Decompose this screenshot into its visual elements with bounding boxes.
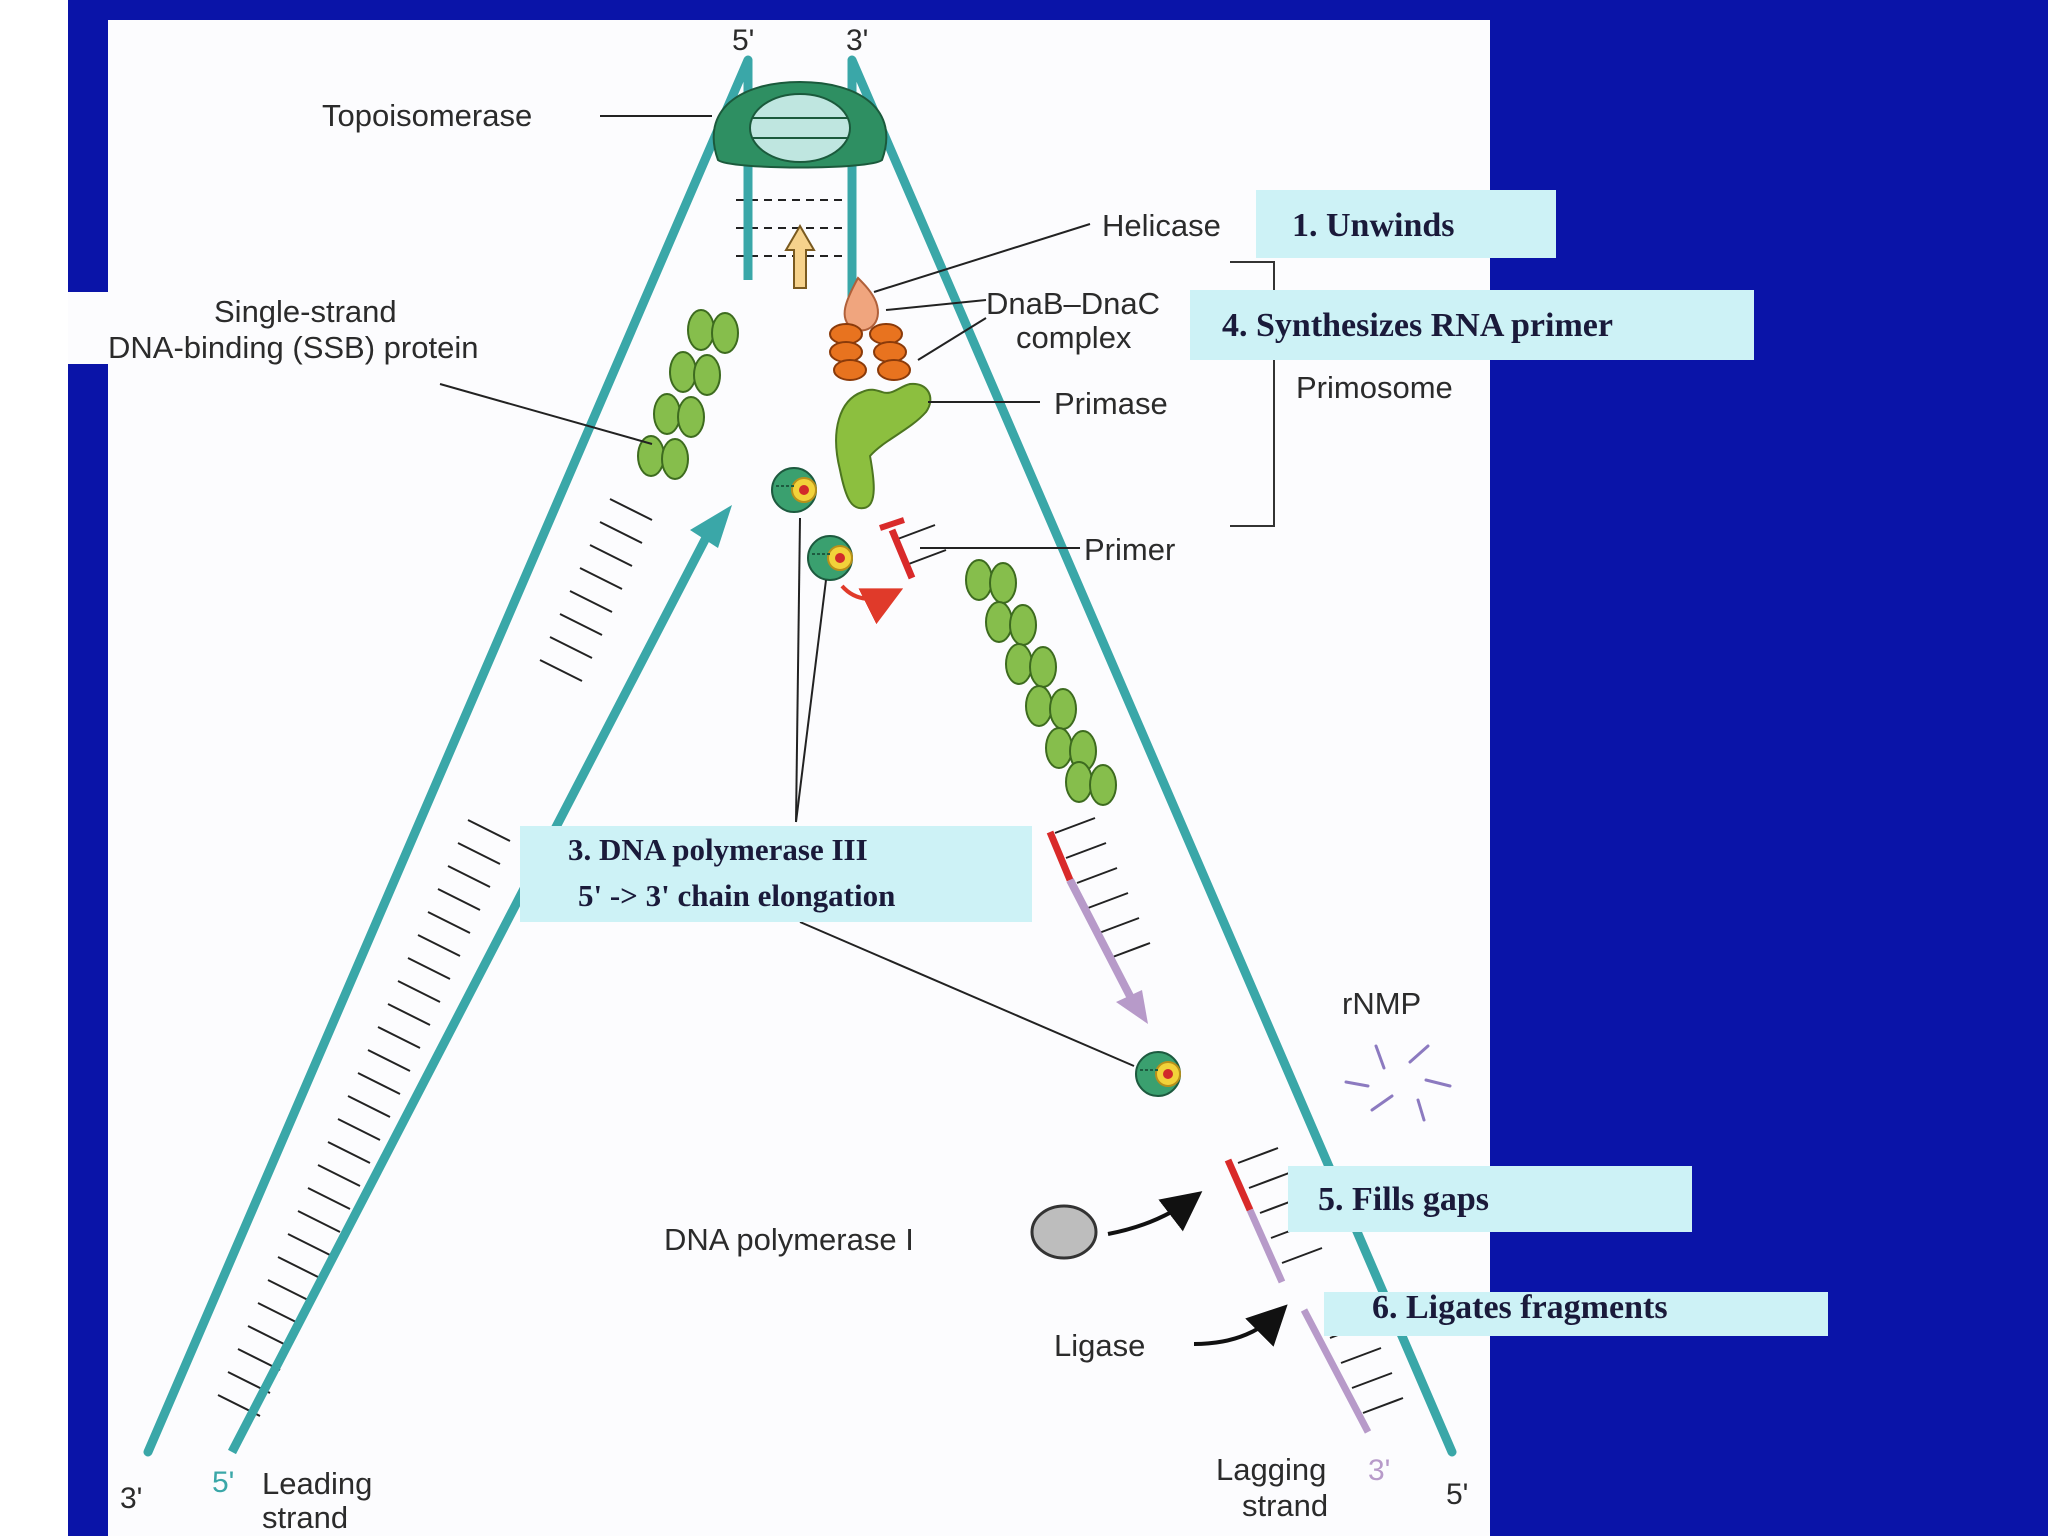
label-primosome: Primosome [1296,370,1453,405]
step-fills-gaps: 5. Fills gaps [1318,1181,1489,1218]
label-dnab-line1: DnaB–DnaC [986,286,1160,321]
ssb-label-backdrop [68,292,108,364]
left-margin-strip [0,0,68,1536]
callout-unwinds-box [1256,190,1556,258]
primosome-bracket [1230,261,1275,527]
label-ligase: Ligase [1054,1328,1145,1363]
primase-icon [835,382,932,510]
fork-direction-arrow [784,224,816,289]
step-unwinds: 1. Unwinds [1292,207,1455,244]
pol1-arrow [1107,1191,1203,1236]
leader-lines [439,115,1135,1067]
leading-strand-rungs [217,498,653,1417]
pol3-red-arrow [840,584,904,625]
helicase-icon [843,276,879,332]
dnab-dnac-complex-icon [829,323,911,381]
topoisomerase-icon [712,80,888,169]
label-leading-line2: strand [262,1500,348,1535]
strand-end-top-right: 3' [846,24,868,57]
label-ssb-line1: Single-strand [214,294,397,329]
primer-cap [879,517,905,531]
leading-new-strand [228,527,714,1455]
strand-end-top-left: 5' [732,24,754,57]
strand-end-bottom-far-left: 3' [120,1482,142,1515]
rnmp-icon [1344,1044,1452,1122]
ligase-arrow [1193,1304,1288,1347]
okazaki-fragment-growing [1066,878,1136,1002]
label-primer: Primer [1084,532,1175,567]
dna-polymerase-i-icon [1030,1204,1098,1260]
okazaki-fragment-arrowhead [1116,990,1148,1024]
callout-ligates-box [1324,1292,1828,1336]
okazaki-fragment-3 [1300,1308,1372,1434]
callout-fills-gaps-box [1288,1166,1692,1232]
label-leading-line1: Leading [262,1466,372,1501]
step-ligates: 6. Ligates fragments [1372,1289,1668,1326]
leading-template-strand [143,55,753,1457]
lagging-strand-rungs [894,524,1404,1414]
label-helicase: Helicase [1102,208,1221,243]
okazaki-fragment-2 [1246,1208,1286,1284]
strand-end-bottom-lagging: 3' [1368,1454,1390,1487]
label-primase: Primase [1054,386,1168,421]
label-topoisomerase: Topoisomerase [322,98,532,133]
label-dnab-line2: complex [1016,320,1132,355]
label-ssb-line2: DNA-binding (SSB) protein [108,330,478,365]
step-pol3-line1: 3. DNA polymerase III [568,832,868,867]
label-lagging-line2: strand [1242,1488,1328,1523]
okazaki-rna-primer-1 [1046,830,1074,882]
callout-rna-primer-box [1190,290,1754,360]
label-lagging-line1: Lagging [1216,1452,1326,1487]
strand-end-bottom-far-right: 5' [1446,1478,1468,1511]
leading-new-strand-arrowhead [690,505,732,548]
callout-pol3-box [520,826,1032,922]
label-dna-polymerase-i: DNA polymerase I [664,1222,914,1257]
step-pol3-line2: 5' -> 3' chain elongation [578,878,895,913]
primer-segment [888,528,916,580]
okazaki-rna-primer-2 [1224,1158,1254,1212]
strand-end-bottom-leading: 5' [212,1466,234,1499]
step-rna-primer: 4. Synthesizes RNA primer [1222,307,1613,344]
label-rnmp: rNMP [1342,986,1421,1021]
